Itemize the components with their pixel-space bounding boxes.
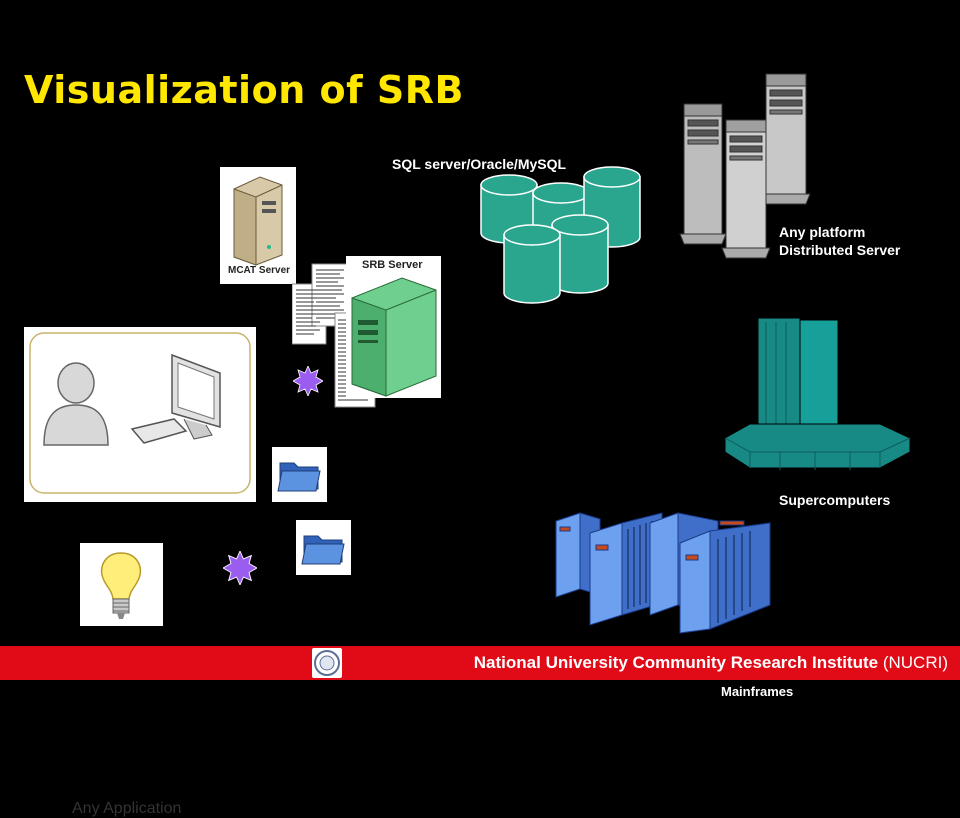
srb-server-card: SRB Server: [346, 256, 441, 398]
db-label: SQL server/Oracle/MySQL: [392, 156, 567, 172]
server-tower-back: [761, 73, 811, 205]
mcat-server-card: MCAT Server: [220, 167, 296, 284]
supercomputer-icon: [724, 317, 911, 470]
footer-institute-name: National University Community Research I…: [473, 653, 879, 672]
db-cylinder-5: [503, 224, 561, 304]
application-card: Any Application: [24, 327, 256, 817]
srb-server-icon: [351, 277, 437, 397]
supercomputers-label: Supercomputers: [779, 492, 891, 508]
server-tower-left: [679, 103, 727, 245]
footer-institute-abbr: (NUCRI): [882, 653, 948, 672]
servers-label: Any platform Distributed Server: [779, 223, 900, 259]
servers-label-line1: Any platform: [779, 224, 866, 240]
mcat-server-icon: [233, 176, 283, 266]
footer-bar: National University Community Research I…: [0, 646, 960, 680]
mcat-server-label: MCAT Server: [228, 265, 291, 276]
star-burst-icon: [223, 551, 257, 585]
folder-card-2: [296, 520, 351, 575]
folder-icon: [277, 462, 321, 492]
srb-server-label: SRB Server: [362, 259, 423, 271]
lightbulb-icon: [100, 552, 142, 619]
logo-icon: [312, 648, 342, 678]
mainframe-cabinet-4: [679, 520, 771, 634]
slide-title: Visualization of SRB: [24, 68, 464, 112]
keyboard-icon: [130, 418, 188, 444]
mainframes-label: Mainframes: [721, 684, 794, 699]
database-icon: [480, 166, 641, 304]
user-icon: [43, 362, 109, 446]
monitor-icon: [171, 353, 221, 440]
servers-label-line2: Distributed Server: [779, 242, 901, 258]
footer-institute: National University Community Research I…: [474, 653, 948, 673]
folder-card-1: [272, 447, 327, 502]
server-tower-front: [721, 119, 771, 259]
star-burst-icon: [293, 366, 323, 396]
application-label: Any Application: [72, 800, 182, 817]
db-cylinder-4: [551, 214, 609, 294]
folder-icon: [301, 535, 345, 565]
server-tower-icon: [679, 73, 811, 259]
mainframe-icon: [555, 512, 771, 634]
lightbulb-card: [80, 543, 163, 626]
